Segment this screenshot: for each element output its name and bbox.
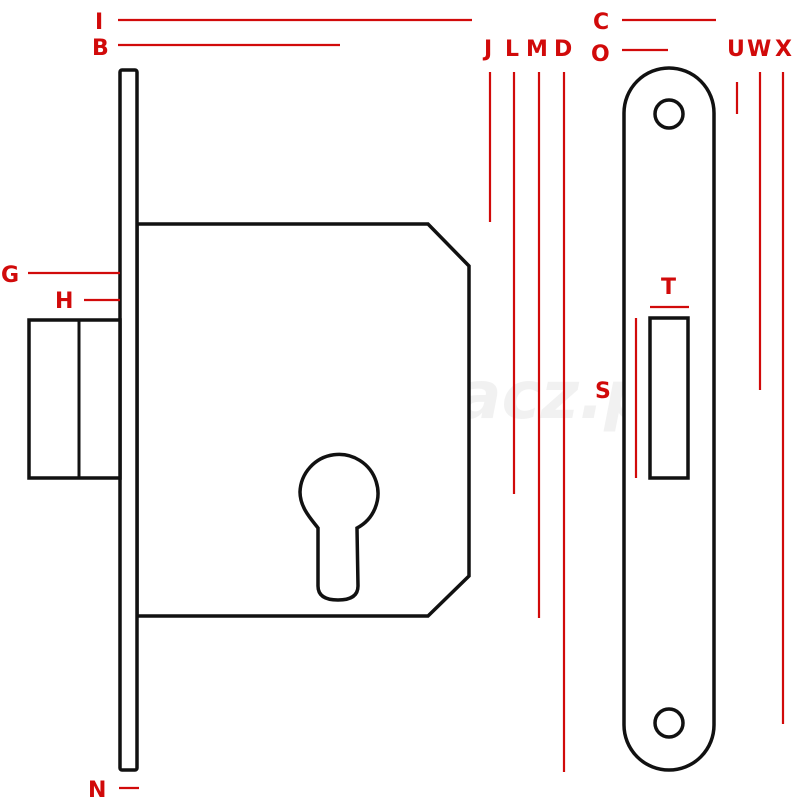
forend-plate xyxy=(118,68,139,772)
dim-label-D: D xyxy=(554,37,572,62)
strike-slot xyxy=(648,316,690,480)
cylinder-keyhole xyxy=(298,452,380,602)
dim-label-L: L xyxy=(505,37,519,62)
dim-label-G: G xyxy=(1,263,19,288)
dim-label-M: M xyxy=(526,37,548,62)
dim-label-I: I xyxy=(95,10,103,35)
lock-bolt xyxy=(27,318,122,480)
dimension-lines xyxy=(28,18,785,790)
lock-side-view xyxy=(27,68,471,772)
dim-label-J: J xyxy=(482,37,492,62)
dim-label-W: W xyxy=(747,37,771,62)
dim-label-N: N xyxy=(88,778,106,800)
lock-case xyxy=(135,222,471,618)
dim-label-C: C xyxy=(593,10,609,35)
dim-label-B: B xyxy=(92,36,109,61)
dim-label-O: O xyxy=(591,42,610,67)
dim-label-H: H xyxy=(55,289,73,314)
strike-plate-front-view xyxy=(622,66,716,772)
dim-label-T: T xyxy=(661,275,676,300)
screw-hole-bottom xyxy=(653,707,685,739)
dim-label-S: S xyxy=(595,379,611,404)
dim-label-X: X xyxy=(775,37,792,62)
dimension-labels: I B J L M D C O U W X G H T S N xyxy=(1,10,792,800)
dim-label-U: U xyxy=(727,37,745,62)
screw-hole-top xyxy=(653,98,685,130)
